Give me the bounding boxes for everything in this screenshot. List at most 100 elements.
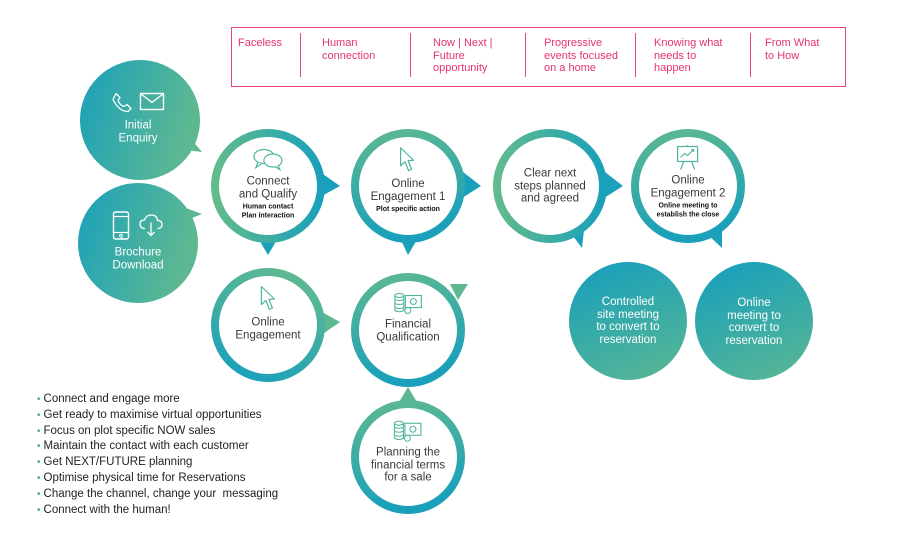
header-divider (635, 33, 636, 77)
header-text: Now | Next | (433, 37, 493, 49)
node-title-line: and agreed (520, 192, 580, 205)
ring (351, 129, 465, 243)
pointer-right (320, 312, 340, 336)
node-financial-qualification: Financial Qualification (376, 292, 440, 344)
node-connect-qualify-shape (211, 129, 340, 255)
list-item: •Get ready to maximise virtual opportuni… (37, 408, 278, 424)
node-subtitle-line: Online meeting to (658, 202, 718, 210)
node-title-line: Planning the (376, 446, 440, 459)
list-item: •Change the channel, change your messagi… (37, 487, 278, 503)
node-title-line: reservation (599, 333, 657, 346)
header-col-now-next-future: Now | Next | Future opportunity (433, 37, 493, 75)
bullet-dot-icon: • (37, 457, 41, 469)
node-title-line: Brochure (114, 246, 162, 259)
node-title-line: Online (737, 297, 771, 309)
node-controlled-site-meeting: Controlled site meeting to convert to re… (596, 296, 659, 346)
node-financial-qualification-shape (351, 273, 468, 387)
node-title-line: for a sale (384, 471, 432, 484)
header-text: Future (433, 49, 465, 62)
header-divider (410, 33, 411, 77)
header-text: connection (322, 49, 376, 62)
node-connect-qualify: Connect and Qualify Human contact Plan i… (239, 148, 297, 221)
header-text: happen (654, 62, 691, 74)
node-title-line: Connect (246, 175, 290, 188)
node-title-line: Engagement (235, 329, 301, 341)
presentation-chart-icon (677, 145, 699, 170)
node-title-line: meeting to (727, 309, 781, 322)
header-text: opportunity (433, 62, 488, 74)
phone-icon (112, 92, 132, 113)
node-title-line: financial terms (370, 458, 446, 471)
node-title-line: Engagement 1 (370, 190, 446, 203)
node-subtitle-line: Plot specific action (376, 205, 440, 213)
node-subtitle-line: Plan interaction (241, 212, 295, 219)
list-item-text: Focus on plot specific NOW sales (43, 424, 216, 437)
node-clear-next-steps-shape (493, 129, 623, 248)
node-title-line: Download (112, 259, 164, 271)
node-title-line: convert to (728, 322, 780, 334)
envelope-icon (139, 92, 165, 111)
node-title-line: Controlled (601, 296, 655, 308)
ring (493, 129, 607, 243)
list-item: •Optimise physical time for Reservations (37, 471, 278, 487)
header-col-faceless: Faceless (238, 37, 282, 50)
ring (351, 273, 465, 387)
pointer-up (398, 387, 418, 404)
node-subtitle-line: establish the close (656, 211, 720, 218)
node-title-line: Financial (384, 318, 432, 331)
header-divider (300, 33, 301, 77)
node-online-engagement: Online Engagement (235, 285, 301, 342)
header-text: Faceless (238, 37, 283, 49)
node-initial-enquiry-shape (80, 60, 202, 180)
bullet-dot-icon: • (37, 394, 41, 405)
pointer-right (604, 172, 623, 198)
list-item: •Focus on plot specific NOW sales (37, 424, 278, 440)
ring (351, 400, 465, 514)
node-clear-next-steps: Clear next steps planned and agreed (514, 167, 586, 205)
node-planning-financial-terms-shape (351, 387, 465, 514)
node-planning-financial-terms: Planning the financial terms for a sale (371, 420, 445, 484)
node-online-engagement-2-shape (631, 129, 745, 248)
header-divider (750, 33, 751, 77)
header-col-knowing-what: Knowing what needs to happen (654, 37, 723, 75)
header-text: to How (765, 49, 800, 62)
list-item-text: Change the channel, change your messagin… (43, 487, 279, 500)
bullet-dot-icon: • (37, 441, 41, 453)
ring (631, 129, 745, 243)
node-title-line: steps planned (514, 179, 586, 192)
mobile-phone-icon (112, 211, 130, 240)
money-coins-icon (393, 292, 422, 315)
node-title-line: Clear next (523, 167, 577, 180)
node-title-line: Enquiry (118, 132, 158, 144)
node-online-engagement-2: Online Engagement 2 Online meeting to es… (650, 145, 726, 220)
node-title-line: Engagement 2 (650, 187, 726, 199)
bullet-dot-icon: • (37, 472, 41, 484)
header-divider (525, 33, 526, 77)
bullet-dot-icon: • (37, 425, 41, 437)
node-brochure-download-shape (78, 183, 202, 303)
bullet-dot-icon: • (37, 504, 41, 516)
money-coins-icon (393, 420, 422, 442)
ring (211, 129, 325, 243)
circle-fill (80, 60, 200, 180)
node-online-meeting: Online meeting to convert to reservation (726, 297, 783, 347)
node-title-line: Qualification (376, 331, 440, 343)
node-title-line: Initial (124, 119, 152, 132)
header-text: Progressive (544, 37, 603, 49)
node-initial-enquiry: Initial Enquiry (111, 92, 165, 145)
node-subtitle-line: Human contact (242, 203, 294, 211)
node-controlled-site-meeting-shape (569, 262, 687, 380)
node-online-engagement-1-shape (351, 129, 481, 255)
chat-bubbles-icon (253, 148, 283, 172)
cursor-icon (400, 147, 415, 172)
node-online-engagement-shape (211, 268, 340, 382)
header-col-progressive-events: Progressive events focused on a home (544, 37, 618, 75)
header-text: Human (322, 37, 358, 49)
node-title-line: and Qualify (238, 188, 298, 200)
pointer-top-right (450, 284, 468, 300)
header-principles-box: Faceless Human connection Now | Next | F… (231, 27, 846, 87)
list-item: •Maintain the contact with each customer (37, 439, 278, 455)
list-item-text: Get ready to maximise virtual opportunit… (43, 408, 262, 421)
list-item-text: Maintain the contact with each customer (43, 440, 249, 453)
